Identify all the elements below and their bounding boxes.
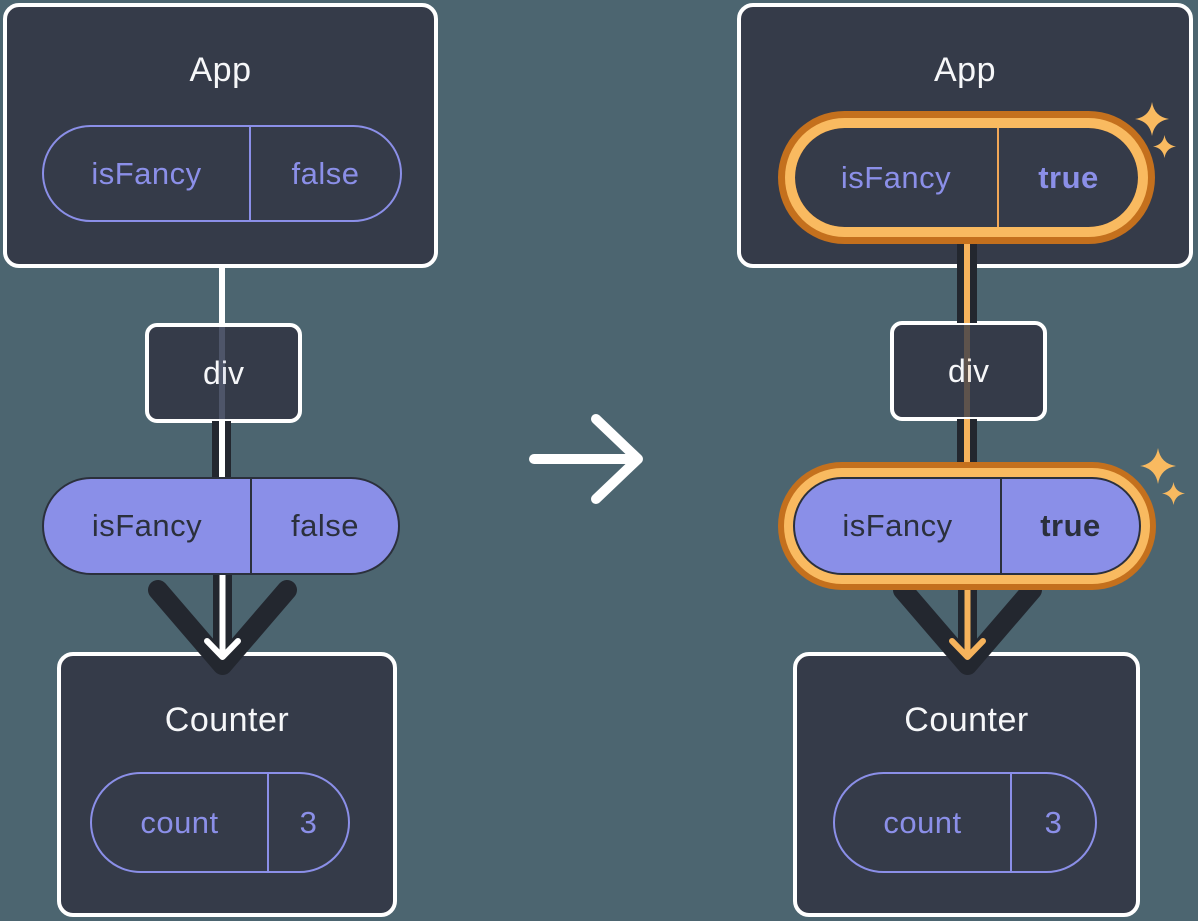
prop-value-cell: true [1038,159,1099,195]
component-title: App [934,51,996,89]
state-name-cell: count [92,774,269,871]
arrow-down-icon [148,565,297,675]
prop-name-cell: isFancy [44,479,252,573]
app-prop-pill: isFancy false [42,125,402,222]
div-node-box: div [145,323,302,423]
sparkle-icon [1135,102,1169,136]
app-component-box: App isFancy false [3,3,438,268]
app-component-box: App isFancy true [737,3,1193,268]
component-title: Counter [904,701,1029,739]
prop-value-cell: true [1040,508,1101,543]
div-node-box: div [890,321,1047,421]
component-title: App [189,51,252,89]
arrow-down-icon [893,565,1042,675]
state-value-cell: 3 [1044,804,1063,840]
component-title: Counter [164,701,290,739]
prop-value-cell: false [291,155,360,191]
arrow-right-icon [529,414,643,504]
app-prop-pill-highlighted: isFancy true [795,128,1138,227]
prop-name-cell: isFancy [795,128,999,227]
passed-prop-pill: isFancy false [42,477,400,575]
flow-line-through-node [964,325,970,417]
prop-flow-line [957,419,977,479]
sparkle-icon [1153,135,1176,158]
prop-value-cell: false [291,508,359,543]
node-label: div [948,352,989,389]
prop-flow-line [212,421,231,479]
sparkle-icon [1162,482,1185,505]
state-value-cell: 3 [299,804,318,840]
state-name-cell: count [835,774,1012,871]
passed-prop-pill-highlighted: isFancy true [793,477,1141,575]
prop-flow-line [219,266,225,326]
prop-flow-line [957,230,977,323]
prop-flow-core-line [218,421,225,479]
prop-flow-core-line [964,230,970,323]
counter-component-box: Counter count 3 [793,652,1140,917]
node-label: div [203,354,244,391]
prop-flow-core-line [964,419,970,479]
flow-line-through-node [219,327,225,419]
counter-component-box: Counter count 3 [57,652,397,917]
counter-state-pill: count 3 [90,772,350,873]
counter-state-pill: count 3 [833,772,1097,873]
prop-name-cell: isFancy [44,127,251,220]
sparkle-icon [1140,448,1176,484]
prop-name-cell: isFancy [795,479,1002,573]
